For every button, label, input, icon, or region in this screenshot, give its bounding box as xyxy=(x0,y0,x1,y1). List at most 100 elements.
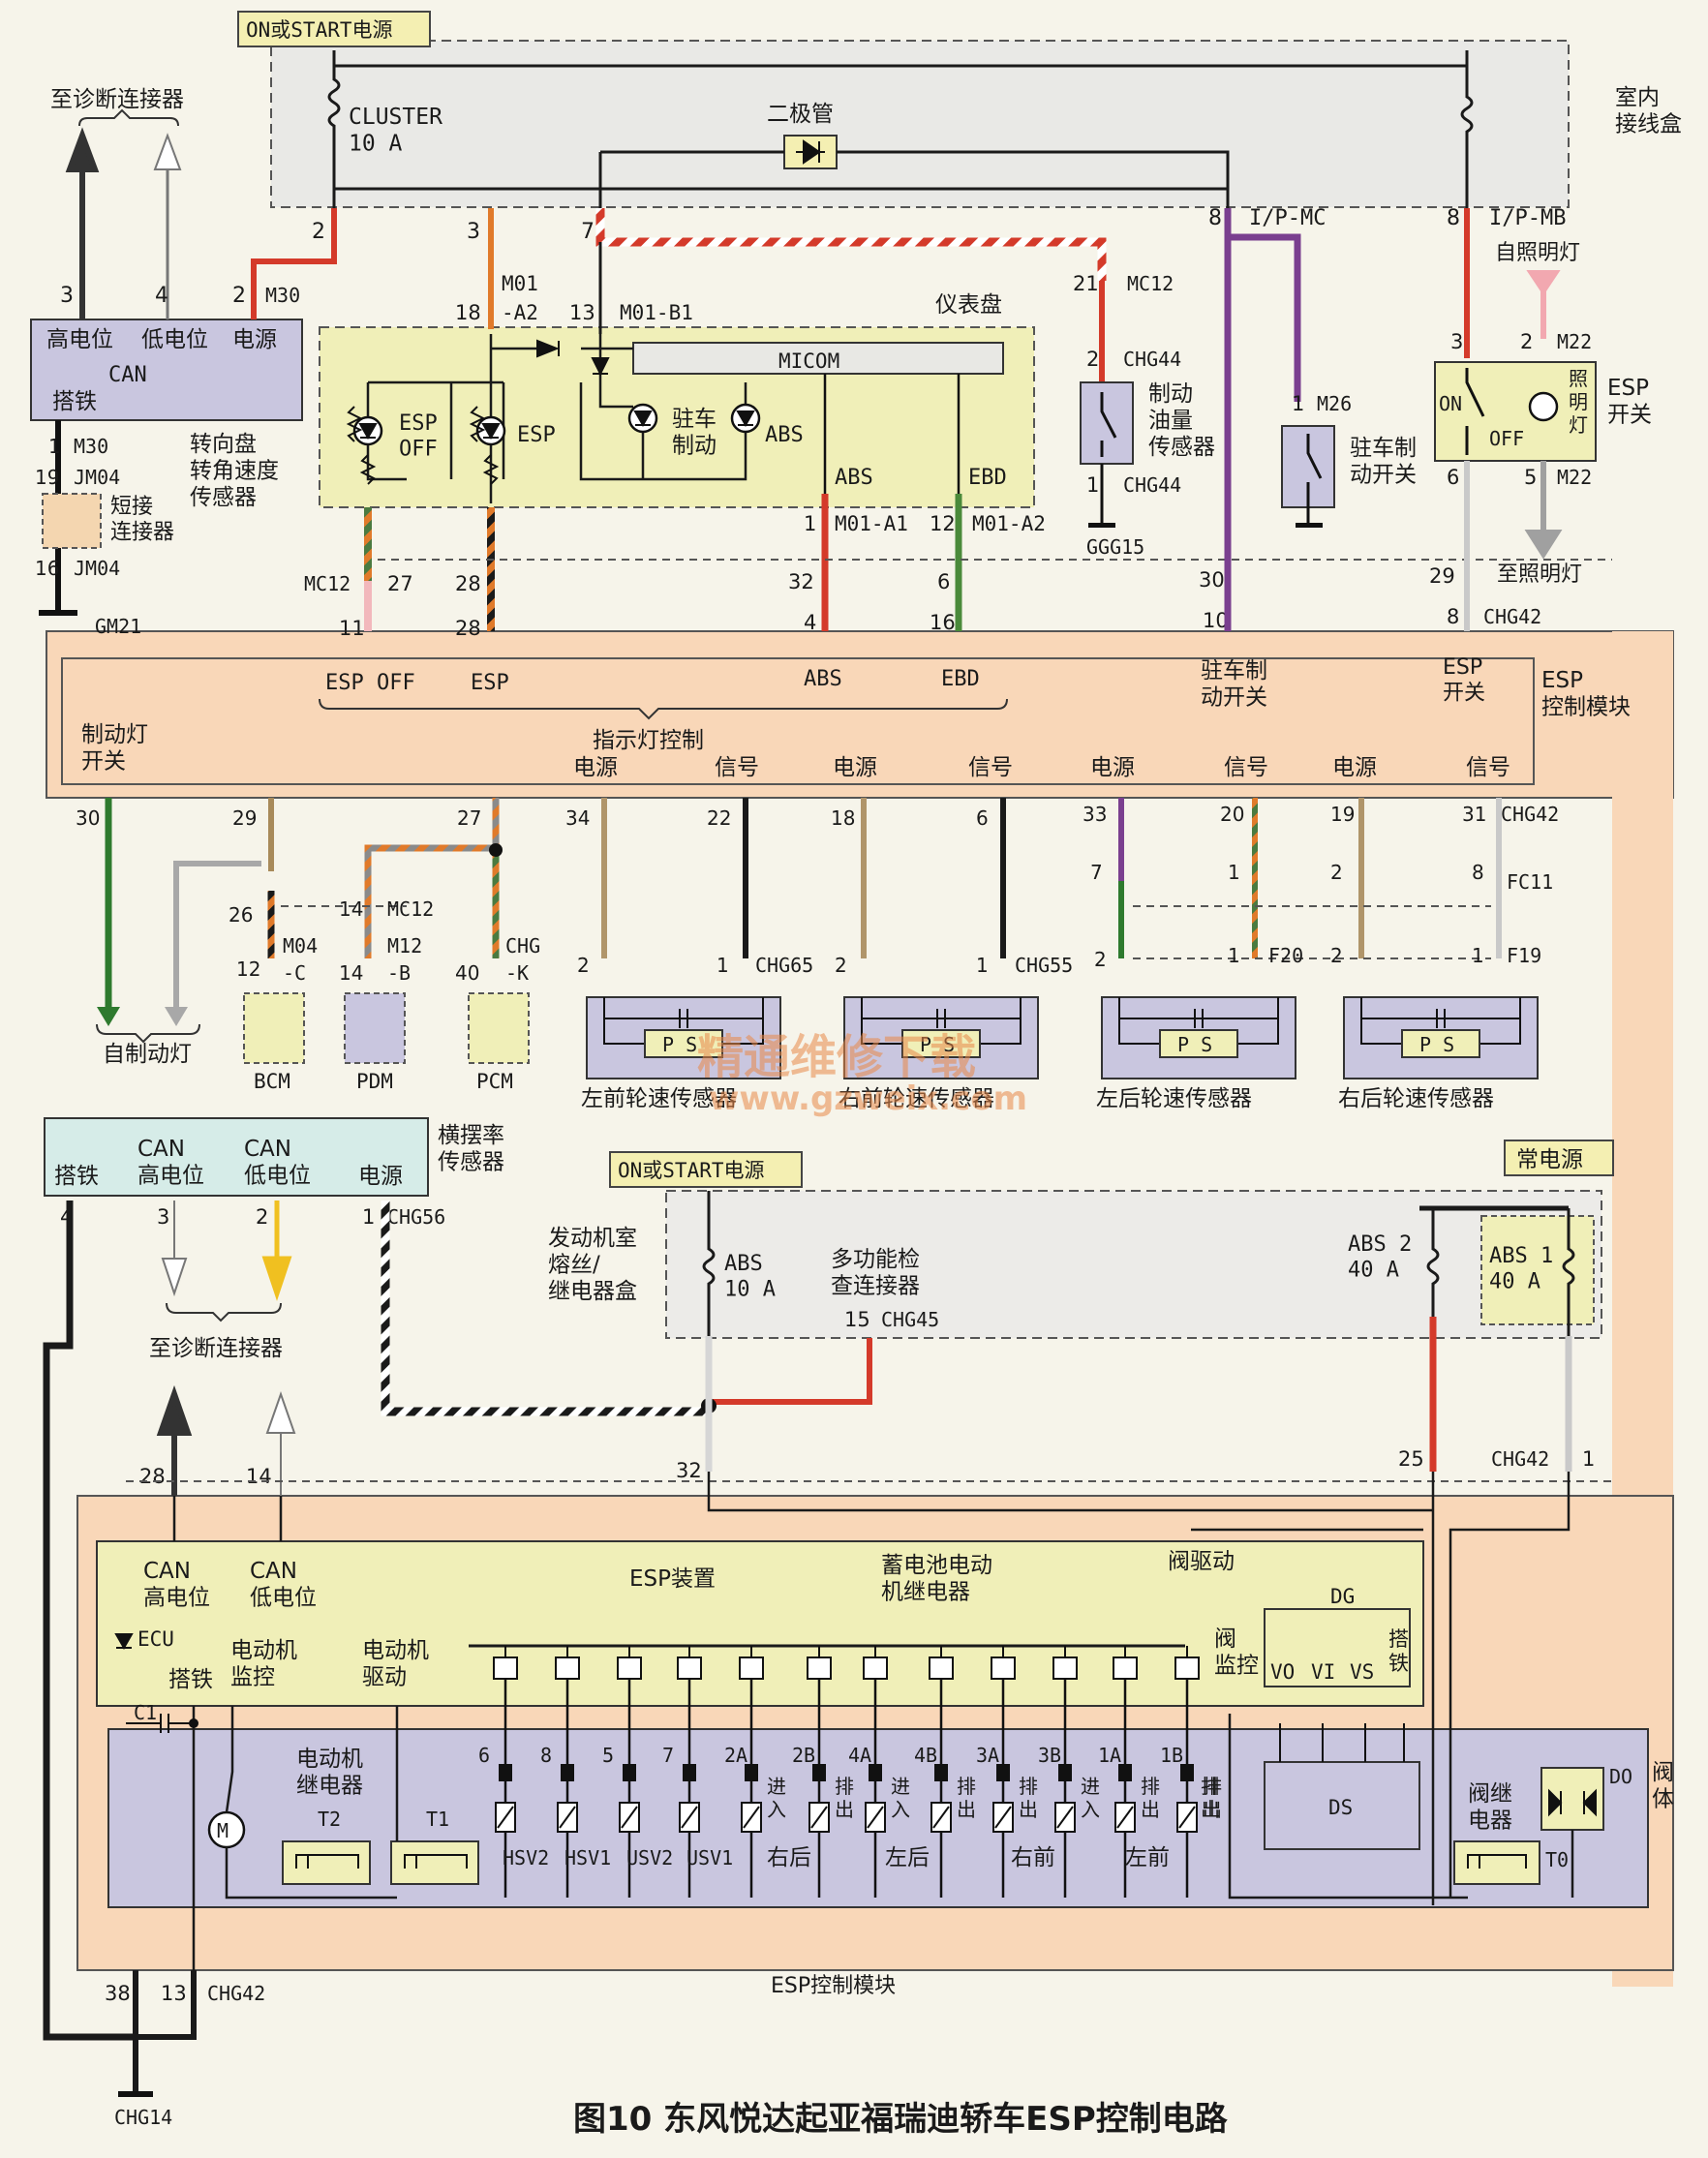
sensor-io-label: 信号 xyxy=(968,755,1013,780)
sensor-io-label: 电源 xyxy=(1090,755,1135,780)
steering-pin-3: 3 xyxy=(60,284,74,308)
wheel-sensor-name: 右前轮速传感器 xyxy=(839,1086,994,1111)
jb-ipmb: I/P-MB xyxy=(1489,206,1566,230)
esp-unit-c1: C1 xyxy=(134,1701,157,1724)
dg-vi: VI xyxy=(1311,1660,1335,1684)
valve-driver-icon xyxy=(677,1656,702,1680)
mod-esp: ESP xyxy=(471,671,509,695)
cluster-park: 驻车制动 xyxy=(672,407,717,459)
lower-pin-label: 1 xyxy=(1228,861,1240,884)
multi-pin-15: 15 xyxy=(844,1308,870,1331)
valve: 3B xyxy=(1038,1679,1076,1898)
esp-off-lamp-mark xyxy=(358,423,378,441)
valve-group-label: 左后 xyxy=(885,1845,930,1870)
valve-name: USV2 xyxy=(626,1846,673,1869)
motor-label: M xyxy=(217,1819,229,1842)
power-tag-mid-label: ON或START电源 xyxy=(618,1159,765,1182)
conn-28: 28 xyxy=(455,572,481,595)
yaw-pin-3: 3 xyxy=(157,1205,169,1229)
multi-conn-label: 多功能检查连接器 xyxy=(831,1247,920,1299)
c1-cap-icon xyxy=(126,1714,194,1733)
conn-27: 27 xyxy=(387,572,413,595)
lower-pin-label: MC12 xyxy=(387,897,434,921)
lower-pin-label: F20 xyxy=(1268,944,1303,967)
bf-pin-1: 1 xyxy=(1086,473,1099,497)
esp-sw-on: ON xyxy=(1439,392,1462,415)
diode-label: 二极管 xyxy=(767,102,834,127)
bottom-ground-wires xyxy=(133,1970,197,2091)
park-lamp-mark xyxy=(633,410,653,428)
watermark-cn: 精通维修下载 xyxy=(697,1030,976,1084)
bf-chg44: CHG44 xyxy=(1123,348,1181,371)
lower-pin-label: CHG42 xyxy=(1501,803,1559,826)
relay-t2: T2 xyxy=(318,1808,341,1831)
mod-brake-sw: 制动灯开关 xyxy=(81,722,148,775)
ground-gm21 xyxy=(39,610,77,616)
steering-jm04: JM04 xyxy=(74,466,120,489)
esp-unit-valve-drive: 阀驱动 xyxy=(1168,1549,1235,1574)
bcm-label: BCM xyxy=(254,1070,290,1093)
valve: 3A xyxy=(976,1679,1014,1898)
junction-box xyxy=(270,40,1570,208)
wheel-sensor-name: 左前轮速传感器 xyxy=(581,1086,737,1111)
conn-mc12: MC12 xyxy=(304,572,351,595)
yaw-ground: 搭铁 xyxy=(54,1164,99,1189)
bottom-module-wires xyxy=(172,1472,1574,2004)
yaw-pin-1: 1 xyxy=(362,1205,375,1229)
junction-box-label: 室内接线盒 xyxy=(1615,85,1682,137)
ds-label: DS xyxy=(1328,1796,1353,1819)
valve-number: 6 xyxy=(478,1744,490,1767)
jb-ipmc: I/P-MC xyxy=(1249,206,1326,230)
lower-pin-label: CHG55 xyxy=(1015,954,1073,977)
cluster-pin-18: 18 xyxy=(455,301,481,324)
multi-chg45: CHG45 xyxy=(881,1308,939,1331)
valve: 8 xyxy=(540,1679,578,1898)
conn-16: 16 xyxy=(930,611,956,634)
bf-ggg15: GGG15 xyxy=(1086,535,1144,559)
valve-driver-icon xyxy=(1113,1656,1138,1680)
valve-driver-icon xyxy=(863,1656,888,1680)
yaw-power: 电源 xyxy=(358,1164,403,1189)
esp-unit-battery: 蓄电池电动机继电器 xyxy=(881,1553,992,1605)
cluster-ebd-out: EBD xyxy=(968,466,1007,490)
dg-vo: VO xyxy=(1270,1660,1295,1684)
valve-number: 2A xyxy=(724,1744,747,1767)
bottom-ground xyxy=(118,2091,153,2097)
esp-sw-pin-6: 6 xyxy=(1447,466,1459,489)
micom-label: MICOM xyxy=(778,350,839,373)
wheel-sensor: P S 右前轮速传感器 xyxy=(839,996,1039,1111)
relay-t1: T1 xyxy=(426,1808,449,1831)
lower-pin-label: CHG xyxy=(505,934,540,957)
lower-pin-label: 1 xyxy=(1472,944,1484,967)
steering-pin-16: 16 xyxy=(35,557,59,580)
park-label: 驻车制动开关 xyxy=(1350,436,1417,488)
esp-sw-contact-icon xyxy=(1465,368,1485,455)
pdm-wire xyxy=(364,798,500,958)
mod-abs: ABS xyxy=(804,667,842,691)
self-brake-label: 自制动灯 xyxy=(103,1042,192,1067)
esp-sw-pin-5: 5 xyxy=(1524,466,1537,489)
multi-red-wire xyxy=(709,1338,872,1405)
power-tag-top-label: ON或START电源 xyxy=(246,18,393,42)
cluster-esp: ESP xyxy=(517,423,556,447)
cluster-m01b1: M01-B1 xyxy=(620,301,693,324)
ps-label: P S xyxy=(920,1033,955,1056)
motor-relay-label: 电动机继电器 xyxy=(296,1747,363,1799)
relay-t0-icon xyxy=(1467,1854,1527,1869)
bot-can-high-arrow xyxy=(156,1384,193,1496)
bf-mc12: MC12 xyxy=(1127,272,1174,295)
park-gnd xyxy=(1296,523,1323,528)
bot-chg14: CHG14 xyxy=(114,2106,172,2129)
bot-pin-1: 1 xyxy=(1582,1447,1595,1471)
engine-fuse-box xyxy=(665,1190,1602,1339)
esp-sw-lamp-icon xyxy=(1528,391,1559,422)
valve-driver-icon xyxy=(739,1656,764,1680)
lower-pin-label: 6 xyxy=(976,806,989,830)
steering-jm04b: JM04 xyxy=(74,557,120,580)
micom-box xyxy=(632,342,1004,375)
